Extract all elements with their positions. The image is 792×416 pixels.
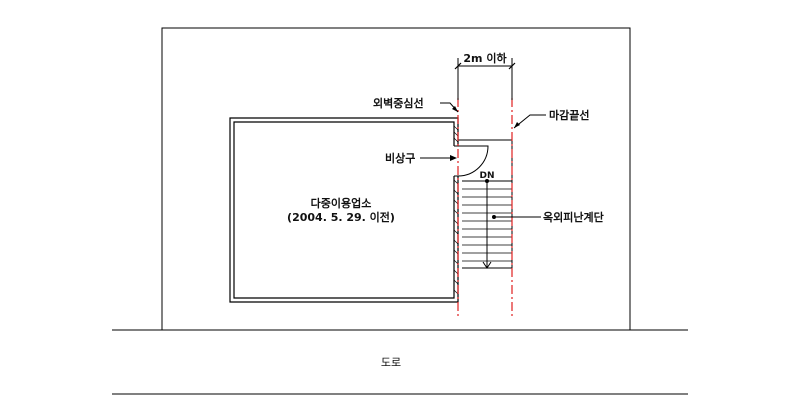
wall-hatch-lower	[453, 179, 459, 295]
road-label: 도로	[381, 356, 401, 369]
business-date-label: (2004. 5. 29. 이전)	[287, 210, 395, 224]
building-inner-wall	[233, 121, 455, 299]
stair-arrow-head	[482, 261, 492, 269]
building-outer-wall	[229, 117, 459, 303]
dimension-tick-left	[454, 62, 462, 70]
emergency-exit-arrow	[450, 155, 457, 161]
outdoor-stair-dot	[492, 215, 496, 219]
dimension-label: 2m 이하	[463, 51, 507, 65]
emergency-door-swing	[457, 145, 489, 177]
wall-center-line-label: 외벽중심선	[373, 96, 424, 110]
finish-line-arrow	[514, 122, 520, 128]
finish-line-leader	[513, 114, 546, 129]
callout-wall-center-line: 외벽중심선	[373, 96, 459, 113]
wall-hatch-upper	[453, 125, 459, 143]
wall-center-line-arrow	[452, 106, 458, 112]
stair-dn-label: DN	[479, 171, 494, 181]
callout-emergency-exit: 비상구	[385, 151, 457, 165]
emergency-exit-label: 비상구	[385, 151, 415, 165]
finish-line-label: 마감끝선	[549, 108, 589, 122]
business-name-label: 다중이용업소	[311, 196, 372, 210]
dimension-2m: 2m 이하	[454, 51, 516, 100]
callout-finish-line: 마감끝선	[513, 108, 589, 129]
outdoor-stair-label: 옥외피난계단	[543, 210, 604, 224]
site-boundary	[161, 27, 631, 330]
dimension-tick-right	[508, 62, 516, 70]
callout-outdoor-stair: 옥외피난계단	[492, 210, 604, 224]
building	[229, 117, 459, 303]
